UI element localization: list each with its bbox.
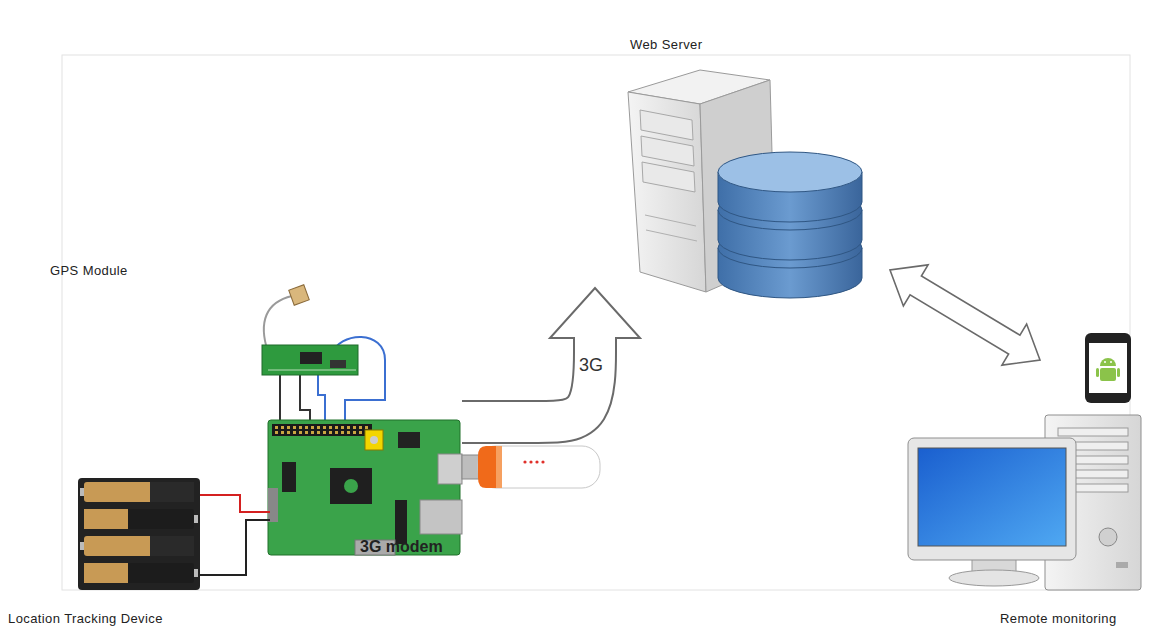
modem-label: 3G modem <box>360 538 443 556</box>
raspberry-pi-icon <box>268 420 462 555</box>
node-caption: Web Server <box>630 37 702 52</box>
arrow-body <box>890 265 1040 365</box>
data-link-arrow <box>462 288 640 422</box>
remote-monitoring-node: Remote monitoring <box>900 360 1150 627</box>
modem-icon <box>462 446 600 488</box>
arrow-fill <box>462 338 595 422</box>
arrow-outline <box>462 338 595 422</box>
gps-module-icon <box>262 285 385 424</box>
data-link-arrow <box>890 265 1040 365</box>
arrow-head <box>550 288 640 338</box>
link-label: 3G <box>577 356 605 376</box>
battery-pack-icon <box>78 478 270 590</box>
frame <box>62 55 1130 590</box>
computer-icon <box>908 415 1141 590</box>
node-caption: Remote monitoring <box>1000 611 1117 626</box>
database-icon <box>718 152 862 298</box>
tracking-device-node: Location Tracking Device <box>0 380 462 627</box>
server-node: Web Server <box>560 20 890 288</box>
node-caption: Location Tracking Device <box>8 611 163 626</box>
phone-icon <box>1085 333 1131 403</box>
module-label: GPS Module <box>50 263 128 278</box>
